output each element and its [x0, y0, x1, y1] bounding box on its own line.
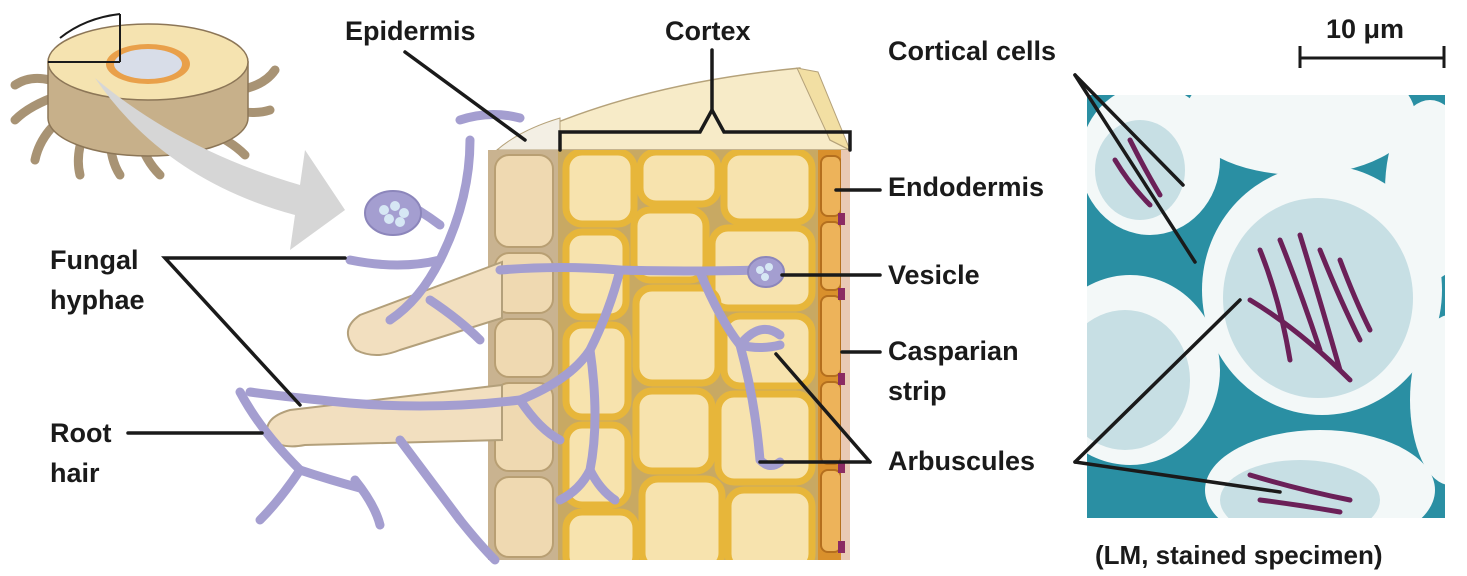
label-fungal-line2: hyphae: [50, 283, 145, 317]
label-root-line1: Root: [50, 416, 111, 450]
root-hairs: [267, 262, 502, 446]
label-vesicle: Vesicle: [888, 258, 980, 292]
label-endodermis: Endodermis: [888, 170, 1044, 204]
label-casparian-line2: strip: [888, 374, 1019, 408]
root-cross-section-icon: [15, 14, 275, 175]
label-scale-bar: 10 μm: [1326, 12, 1404, 46]
label-cortex: Cortex: [665, 14, 751, 48]
scale-bar: [1300, 46, 1444, 68]
label-casparian-strip: Casparian strip: [888, 334, 1019, 408]
spore-cluster: [365, 191, 421, 235]
micrograph-caption: (LM, stained specimen): [1095, 538, 1383, 572]
label-epidermis: Epidermis: [345, 14, 476, 48]
label-fungal-hyphae: Fungal hyphae: [50, 243, 145, 317]
label-cortical-cells: Cortical cells: [888, 34, 1056, 68]
vesicle: [748, 257, 784, 287]
label-arbuscules: Arbuscules: [888, 444, 1035, 478]
label-casparian-line1: Casparian: [888, 334, 1019, 368]
micrograph: [1040, 55, 1467, 550]
root-wedge-diagram: [488, 68, 850, 572]
label-fungal-line1: Fungal: [50, 243, 145, 277]
label-root-line2: hair: [50, 456, 111, 490]
label-root-hair: Root hair: [50, 416, 111, 490]
